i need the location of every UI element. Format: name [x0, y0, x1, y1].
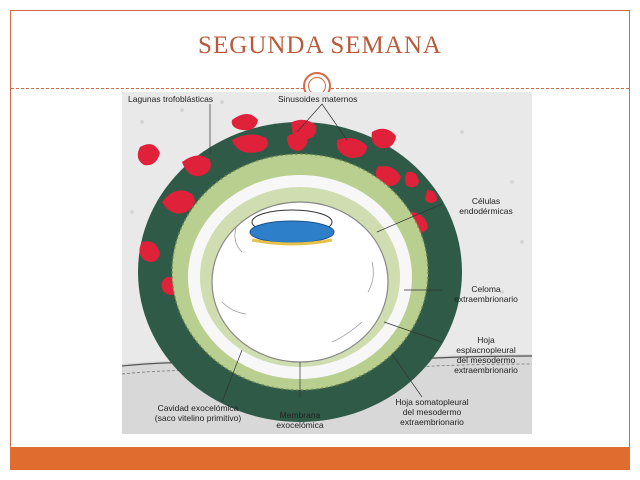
label-coelom-1: Celoma — [471, 284, 501, 294]
label-endodermal-cells-2: endodérmicas — [459, 206, 513, 216]
label-somatopleural-2: del mesodermo — [402, 407, 462, 417]
label-endodermal-cells-1: Células — [471, 196, 501, 206]
label-exocoelomic-cavity-2: (saco vitelino primitivo) — [154, 413, 242, 423]
cavity-texture — [221, 227, 374, 343]
label-somatopleural-3: extraembrionario — [400, 417, 464, 427]
leader-lines — [209, 103, 443, 403]
label-somatopleural-1: Hoja somatopleural — [395, 397, 469, 407]
label-coelom-2: extraembrionario — [454, 294, 518, 304]
label-membrane-2: exocelómica — [276, 420, 324, 430]
footer-accent-bar — [10, 447, 630, 470]
label-splanchnopleural-4: extraembrionario — [454, 365, 518, 375]
embryo-diagram: Lagunas trofoblásticas Sinusoides matern… — [122, 92, 532, 434]
maternal-sinusoids — [137, 114, 437, 203]
slide-title: SEGUNDA SEMANA — [198, 32, 442, 59]
label-exocoelomic-cavity-1: Cavidad exocelómica — [157, 403, 239, 413]
label-splanchnopleural-2: esplacnopleural — [456, 345, 516, 355]
epiblast — [249, 220, 335, 244]
label-splanchnopleural-3: del mesodermo — [456, 355, 516, 365]
label-membrane-1: Membrana — [279, 410, 321, 420]
label-maternal-sinusoids: Sinusoides maternos — [278, 94, 358, 104]
label-splanchnopleural-1: Hoja — [477, 335, 495, 345]
trophoblastic-lacunae — [139, 119, 428, 295]
label-trophoblastic-lacunae: Lagunas trofoblásticas — [128, 94, 214, 104]
hypoblast — [251, 238, 333, 246]
embryo-illustration — [122, 92, 532, 434]
